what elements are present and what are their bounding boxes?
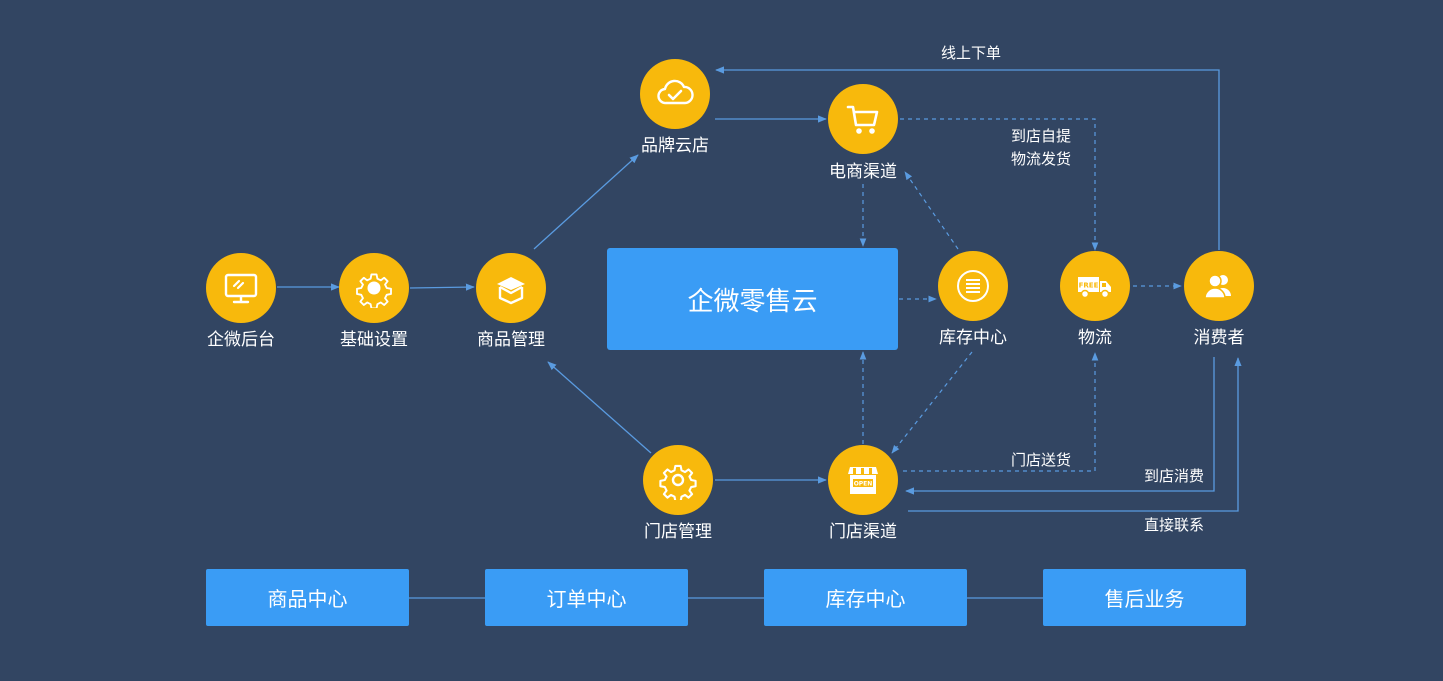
edge-inventory-ecommerce <box>904 171 959 250</box>
edge-label-in-store: 到店消费 <box>1144 467 1205 485</box>
node-admin-label: 企微后台 <box>207 330 275 350</box>
node-ecommerce[interactable] <box>828 84 898 154</box>
edge-direct-contact <box>908 357 1242 512</box>
cloud-check-icon <box>657 79 694 105</box>
edge-store-delivery <box>903 352 1099 472</box>
node-store-channel-label: 门店渠道 <box>829 522 897 542</box>
node-store-mgmt[interactable] <box>643 445 713 515</box>
node-product-mgmt-label: 商品管理 <box>477 330 545 350</box>
node-product-mgmt[interactable] <box>476 253 546 323</box>
edge-settings-product <box>409 283 475 291</box>
node-consumer[interactable] <box>1184 251 1254 321</box>
edge-label-online-order: 线上下单 <box>941 44 1002 62</box>
node-inventory[interactable] <box>938 251 1008 321</box>
truck-free-text: FREE <box>1079 282 1099 290</box>
node-brand-cloud-store[interactable] <box>640 59 710 129</box>
edge-product-brand <box>533 154 639 250</box>
edge-label-ship: 物流发货 <box>1011 150 1072 168</box>
node-admin[interactable] <box>206 253 276 323</box>
edge-label-store-delivery: 门店送货 <box>1011 451 1072 469</box>
edge-label-pickup: 到店自提 <box>1011 127 1072 145</box>
center-platform-box: 企微零售云 <box>607 248 898 350</box>
list-icon <box>957 270 989 302</box>
gear-icon <box>356 273 392 308</box>
edge-label-direct-contact: 直接联系 <box>1144 516 1205 534</box>
box-icon <box>497 277 525 305</box>
module-after-sales[interactable]: 售后业务 <box>1043 569 1246 626</box>
node-store-mgmt-label: 门店管理 <box>644 522 712 542</box>
edge-storemgmt-product <box>547 361 652 454</box>
module-product-center[interactable]: 商品中心 <box>206 569 409 626</box>
users-icon <box>1204 274 1231 299</box>
node-consumer-label: 消费者 <box>1193 328 1245 348</box>
module-inventory-center[interactable]: 库存中心 <box>764 569 967 626</box>
gear-icon <box>659 464 697 500</box>
edge-in-store <box>905 357 1215 495</box>
module-order-center[interactable]: 订单中心 <box>485 569 688 626</box>
monitor-icon <box>224 273 258 304</box>
truck-icon: FREE <box>1078 277 1111 299</box>
node-store-channel[interactable]: OPEN <box>828 445 898 515</box>
edge-inventory-storechannel <box>891 351 973 454</box>
store-open-sign: OPEN <box>854 481 873 488</box>
cart-icon <box>846 105 879 134</box>
node-logistics-label: 物流 <box>1078 328 1112 348</box>
edge-online-order <box>715 66 1220 250</box>
node-brand-cloud-store-label: 品牌云店 <box>641 136 709 156</box>
node-logistics[interactable]: FREE <box>1060 251 1130 321</box>
node-settings[interactable] <box>339 253 409 323</box>
node-ecommerce-label: 电商渠道 <box>829 162 897 182</box>
shop-icon: OPEN <box>848 467 878 494</box>
node-inventory-label: 库存中心 <box>939 328 1007 348</box>
edge-pickup-ship <box>900 118 1099 251</box>
node-settings-label: 基础设置 <box>340 330 408 350</box>
